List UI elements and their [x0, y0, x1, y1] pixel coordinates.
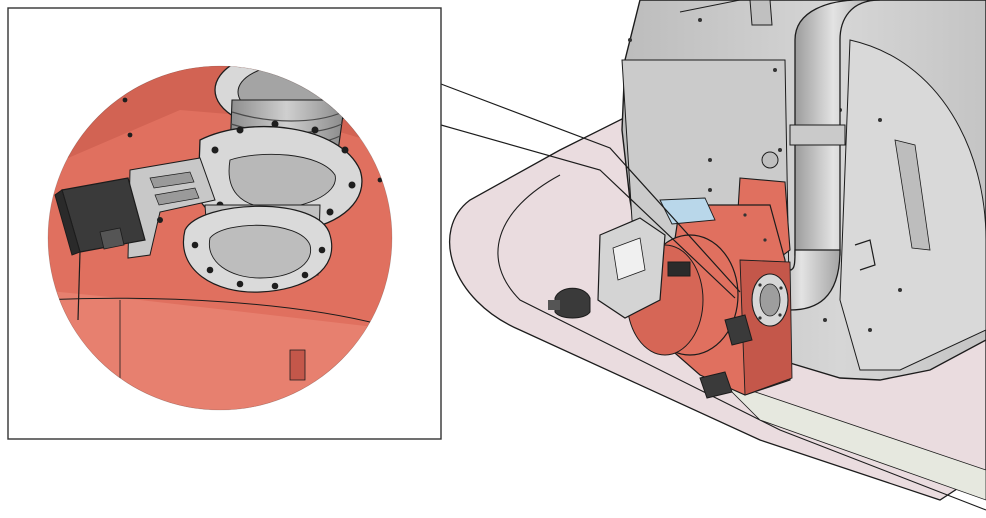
magnified-detail-view	[48, 66, 392, 410]
mounting-bracket	[127, 157, 216, 259]
burner-unit	[548, 177, 793, 399]
callout-lines	[440, 83, 741, 299]
middle-flange	[197, 120, 363, 232]
detail-inset	[7, 7, 442, 440]
servo-motor	[54, 177, 146, 321]
lower-flange	[182, 205, 333, 293]
